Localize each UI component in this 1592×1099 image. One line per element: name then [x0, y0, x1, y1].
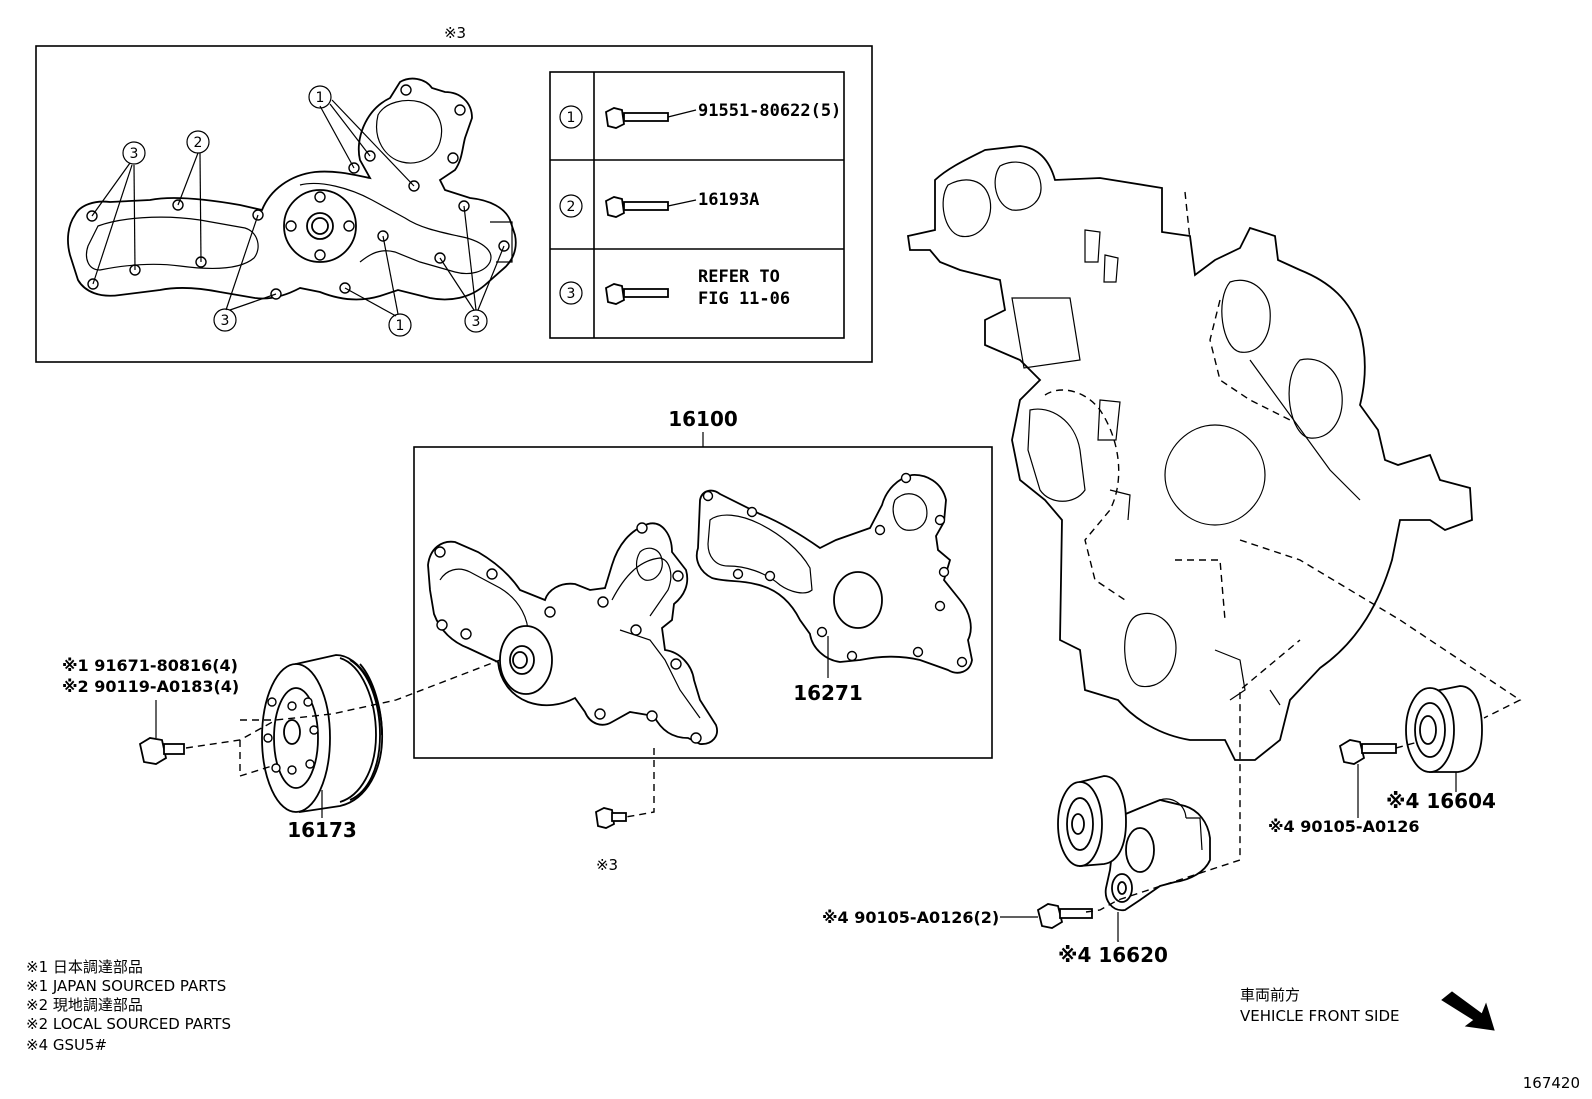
- bolt-table-row-2: 2 16193A: [559, 190, 759, 218]
- detail-pump-outline: [67, 77, 517, 301]
- idler-bolt: ※4 90105-A0126: [1268, 739, 1419, 836]
- note-1-jp: ※1 日本調達部品: [26, 958, 143, 976]
- callout-label: 2: [194, 135, 203, 151]
- water-pump-body: [427, 522, 718, 745]
- pulley-bolt: ※1 91671-80816(4) ※2 90119-A0183(4): [62, 656, 239, 765]
- bolt-table-row-3: 3 REFER TO FIG 11-06: [559, 267, 790, 309]
- footnotes: ※1 日本調達部品 ※1 JAPAN SOURCED PARTS ※2 現地調達…: [26, 958, 231, 1054]
- alignment-lines: [185, 539, 1522, 913]
- part-label-16604: ※4 16604: [1386, 789, 1496, 813]
- row-3-number: 3: [567, 286, 576, 302]
- idler-bolt-label: ※4 90105-A0126: [1268, 817, 1419, 836]
- callout-circle: [388, 313, 412, 337]
- water-pump-assembly: 16100: [413, 407, 993, 759]
- pulley: 16173: [261, 654, 383, 842]
- row-2-number: 2: [567, 199, 576, 215]
- callout-label: 1: [396, 318, 405, 334]
- row-3-line-1: REFER TO: [698, 267, 780, 287]
- callout-circle: [213, 308, 237, 332]
- part-label-16100: 16100: [668, 407, 738, 431]
- tensioner: ※4 16620: [1057, 775, 1211, 967]
- callout-circle: [464, 309, 488, 333]
- idler-pulley: ※4 16604: [1386, 685, 1496, 813]
- bolt-icon: [605, 107, 669, 129]
- tensioner-bolt-label: ※4 90105-A0126(2): [822, 908, 999, 927]
- note-4: ※4 GSU5#: [26, 1036, 107, 1054]
- timing-cover: [906, 145, 1473, 761]
- part-label-16271: 16271: [793, 681, 863, 705]
- row-1-number: 1: [567, 110, 576, 126]
- row-1-part-number: 91551-80622(5): [698, 101, 841, 121]
- part-label-16173: 16173: [287, 818, 357, 842]
- tensioner-bolt: ※4 90105-A0126(2): [822, 903, 1093, 929]
- detail-box-frame: [35, 45, 873, 363]
- direction-arrow-icon: [1441, 991, 1495, 1031]
- callout-circle: [186, 130, 210, 154]
- callout-circle: [308, 85, 332, 109]
- bolt-table-row-1: 1 91551-80622(5): [559, 101, 841, 129]
- detail-box-marker: ※3: [444, 24, 466, 42]
- direction-label-jp: 車両前方: [1240, 986, 1300, 1004]
- row-3-line-2: FIG 11-06: [698, 289, 790, 309]
- row-2-part-number: 16193A: [698, 190, 759, 210]
- pulley-bolt-label-2: ※2 90119-A0183(4): [62, 677, 239, 696]
- bolt-icon: [605, 196, 669, 218]
- note-2-jp: ※2 現地調達部品: [26, 996, 143, 1014]
- callout-label: 3: [221, 313, 230, 329]
- direction-label-en: VEHICLE FRONT SIDE: [1240, 1007, 1400, 1025]
- note-1-en: ※1 JAPAN SOURCED PARTS: [26, 977, 226, 995]
- callout-label: 1: [316, 90, 325, 106]
- note-2-en: ※2 LOCAL SOURCED PARTS: [26, 1015, 231, 1033]
- gasket: 16271: [695, 472, 973, 705]
- assembly-frame: [413, 446, 993, 759]
- callout-label: 3: [472, 314, 481, 330]
- pump-bolt: ※3: [595, 807, 627, 874]
- detail-callouts: 1 2 3 3 1 3: [91, 85, 505, 337]
- bolt-icon: [605, 283, 669, 305]
- figure-id: 167420: [1523, 1074, 1580, 1092]
- part-label-16620: ※4 16620: [1058, 943, 1168, 967]
- callout-label: 3: [130, 146, 139, 162]
- vehicle-front-direction: 車両前方 VEHICLE FRONT SIDE: [1240, 986, 1495, 1031]
- pulley-bolt-label-1: ※1 91671-80816(4): [62, 656, 238, 675]
- pump-bolt-marker: ※3: [596, 856, 618, 874]
- bolt-table: 1 91551-80622(5) 2 16193A: [549, 71, 845, 339]
- callout-circle: [122, 141, 146, 165]
- detail-box: ※3: [35, 24, 873, 363]
